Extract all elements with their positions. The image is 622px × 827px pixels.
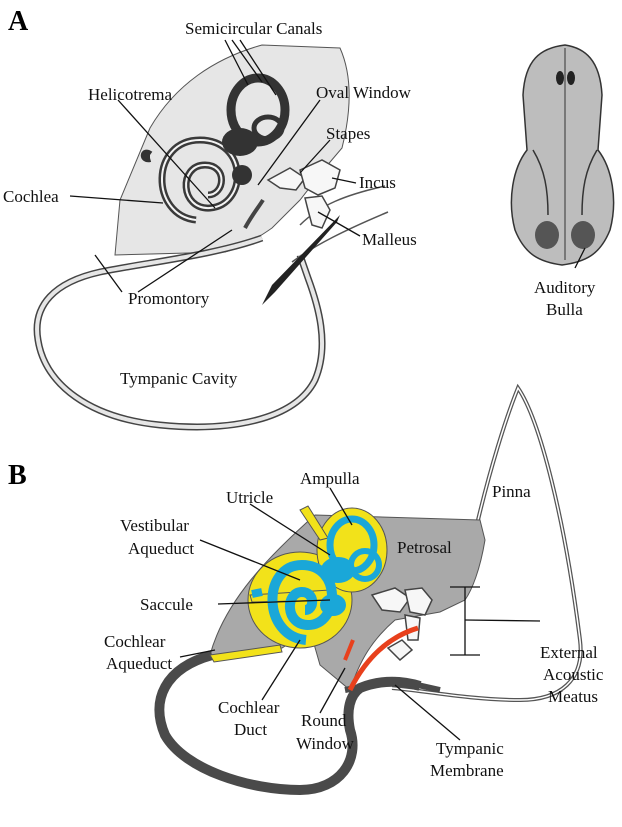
panel-label-a: A bbox=[8, 6, 29, 37]
label-oval-window: Oval Window bbox=[316, 83, 412, 102]
label-cochlear-aqueduct-1: Cochlear bbox=[104, 632, 166, 651]
label-cochlea: Cochlea bbox=[3, 187, 59, 206]
label-tympanic-cavity: Tympanic Cavity bbox=[120, 369, 238, 388]
panel-a: A bbox=[3, 6, 614, 427]
label-round-window-2: Window bbox=[296, 734, 355, 753]
label-auditory-bulla-2: Bulla bbox=[546, 300, 583, 319]
panel-b: B bbox=[8, 388, 604, 790]
label-stapes: Stapes bbox=[326, 124, 370, 143]
label-helicotrema: Helicotrema bbox=[88, 85, 172, 104]
label-external-acoustic-meatus-1: External bbox=[540, 643, 598, 662]
label-pinna: Pinna bbox=[492, 482, 531, 501]
label-round-window-1: Round bbox=[301, 711, 347, 730]
label-ampulla: Ampulla bbox=[300, 469, 360, 488]
skull-inset bbox=[511, 45, 613, 268]
apex-dark-blob-a bbox=[145, 154, 150, 159]
tympanic-membrane-a bbox=[262, 215, 340, 305]
label-cochlear-duct-1: Cochlear bbox=[218, 698, 280, 717]
label-promontory: Promontory bbox=[128, 289, 210, 308]
label-vestibular-aqueduct-2: Aqueduct bbox=[128, 539, 194, 558]
label-cochlear-duct-2: Duct bbox=[234, 720, 267, 739]
label-semicircular-canals: Semicircular Canals bbox=[185, 19, 322, 38]
label-external-acoustic-meatus-3: Meatus bbox=[548, 687, 598, 706]
label-incus: Incus bbox=[359, 173, 396, 192]
label-malleus: Malleus bbox=[362, 230, 417, 249]
tympanic-cavity-wall-inner bbox=[37, 238, 322, 427]
tympanic-cavity-b bbox=[159, 655, 420, 790]
label-vestibular-aqueduct-1: Vestibular bbox=[120, 516, 189, 535]
label-saccule: Saccule bbox=[140, 595, 193, 614]
panel-label-b: B bbox=[8, 460, 27, 491]
label-external-acoustic-meatus-2: Acoustic bbox=[543, 665, 604, 684]
label-cochlear-aqueduct-2: Aqueduct bbox=[106, 654, 172, 673]
label-petrosal: Petrosal bbox=[397, 538, 452, 557]
label-tympanic-membrane-1: Tympanic bbox=[436, 739, 504, 758]
label-tympanic-membrane-2: Membrane bbox=[430, 761, 504, 780]
label-auditory-bulla-1: Auditory bbox=[534, 278, 596, 297]
label-utricle: Utricle bbox=[226, 488, 273, 507]
